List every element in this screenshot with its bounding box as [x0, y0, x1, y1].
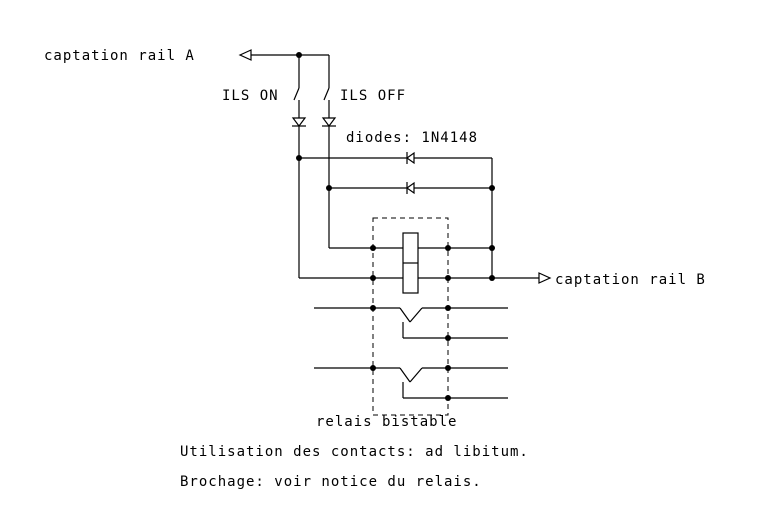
label-rail-a: captation rail A: [44, 48, 195, 64]
pin-c2-common: [370, 365, 376, 371]
ils-on-diode: [291, 117, 307, 278]
pin-c1-no: [445, 305, 451, 311]
note-pinout: Brochage: voir notice du relais.: [180, 474, 482, 490]
relay-enclosure: [372, 217, 449, 416]
pin-c2-no: [445, 365, 451, 371]
junction-d2-left: [326, 185, 332, 191]
label-rail-b: captation rail B: [555, 272, 706, 288]
ils-off-switch: [323, 55, 330, 120]
label-ils-on: ILS ON: [222, 88, 279, 104]
junction-coil1-rail: [489, 245, 495, 251]
pin-c1-nc: [445, 335, 451, 341]
pin-coil1-left: [370, 245, 376, 251]
pin-coil2-right: [445, 275, 451, 281]
pin-coil1-right: [445, 245, 451, 251]
relay-coil: [402, 232, 419, 294]
pin-c1-common: [370, 305, 376, 311]
rail-a-terminal: [238, 49, 299, 61]
pin-c2-nc: [445, 395, 451, 401]
ils-off-diode: [321, 117, 337, 248]
relay-coil-wiring: [299, 247, 539, 279]
junction-coil2-rail: [489, 275, 495, 281]
label-diodes: diodes: 1N4148: [346, 130, 478, 146]
rail-b-terminal: [538, 272, 552, 284]
ils-on-switch: [293, 55, 300, 120]
junction-d1-left: [296, 155, 302, 161]
note-usage: Utilisation des contacts: ad libitum.: [180, 444, 529, 460]
label-ils-off: ILS OFF: [340, 88, 406, 104]
label-relay: relais bistable: [316, 414, 457, 430]
pin-coil2-left: [370, 275, 376, 281]
diode-1n4148-top: [299, 151, 492, 165]
diode-1n4148-bottom: [329, 181, 492, 195]
relay-contact-set-1: [314, 307, 508, 339]
relay-contact-set-2: [314, 367, 508, 399]
